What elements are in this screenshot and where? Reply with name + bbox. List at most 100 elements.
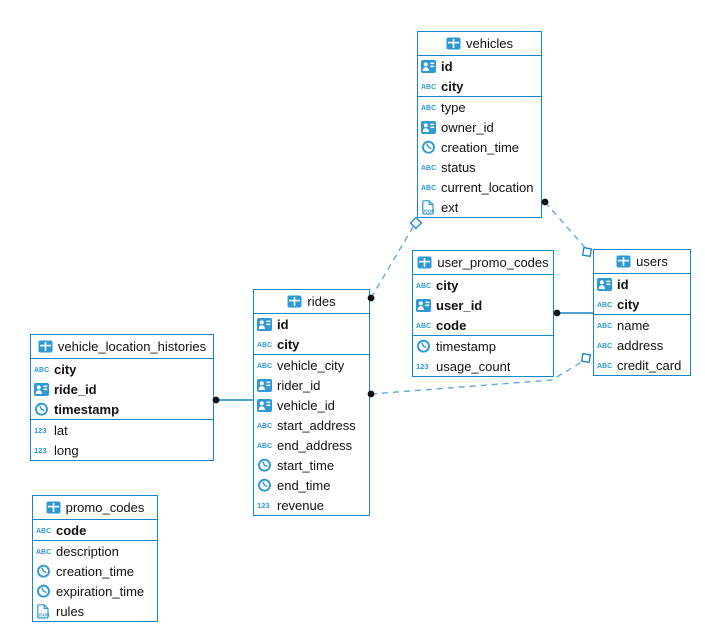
column-row-ext[interactable]: JSON ext xyxy=(418,197,541,217)
column-name: description xyxy=(56,543,119,559)
column-row-user_id[interactable]: user_id xyxy=(413,295,553,315)
cardinality-dot xyxy=(541,198,549,206)
abc-icon: ABC xyxy=(597,340,617,350)
column-row-id[interactable]: id xyxy=(418,56,541,76)
column-name: start_time xyxy=(277,457,335,473)
column-row-creation_time[interactable]: creation_time xyxy=(418,137,541,157)
column-name: start_address xyxy=(277,417,356,433)
abc-icon: ABC xyxy=(421,182,441,192)
column-row-id[interactable]: id xyxy=(254,314,369,334)
column-row-end_time[interactable]: end_time xyxy=(254,475,369,495)
table-name: vehicle_location_histories xyxy=(57,339,207,354)
column-name: city xyxy=(436,277,459,293)
column-name: city xyxy=(617,296,640,312)
table-header-vehicle_location_histories[interactable]: vehicle_location_histories xyxy=(31,335,213,359)
column-row-owner_id[interactable]: owner_id xyxy=(418,117,541,137)
svg-text:ABC: ABC xyxy=(34,367,49,374)
column-row-creation_time[interactable]: creation_time xyxy=(33,561,157,581)
relationship-line-vehicles-users[interactable] xyxy=(544,201,589,252)
column-name: ext xyxy=(441,199,459,215)
column-name: city xyxy=(277,336,300,352)
column-name: creation_time xyxy=(441,139,520,155)
column-name: end_address xyxy=(277,437,353,453)
id-icon xyxy=(257,317,277,331)
svg-text:JSON: JSON xyxy=(38,612,50,617)
column-name: rider_id xyxy=(277,377,321,393)
abc-icon: ABC xyxy=(597,320,617,330)
abc-icon: ABC xyxy=(416,280,436,290)
column-name: id xyxy=(441,58,453,74)
abc-icon: ABC xyxy=(257,339,277,349)
abc-icon: ABC xyxy=(421,102,441,112)
table-header-users[interactable]: users xyxy=(594,250,690,274)
svg-text:JSON: JSON xyxy=(423,208,435,213)
column-row-city[interactable]: ABC city xyxy=(254,334,369,354)
abc-icon: ABC xyxy=(36,525,56,535)
column-name: user_id xyxy=(436,297,483,313)
column-row-start_time[interactable]: start_time xyxy=(254,455,369,475)
cardinality-diamond xyxy=(580,352,592,364)
id-icon xyxy=(421,59,441,73)
column-row-expiration_time[interactable]: expiration_time xyxy=(33,581,157,601)
column-row-rider_id[interactable]: rider_id xyxy=(254,375,369,395)
table-name: vehicles xyxy=(466,36,513,51)
abc-icon: ABC xyxy=(257,360,277,370)
column-name: revenue xyxy=(277,497,324,513)
svg-text:ABC: ABC xyxy=(257,363,272,370)
column-row-vehicle_id[interactable]: vehicle_id xyxy=(254,395,369,415)
column-row-id[interactable]: id xyxy=(594,274,690,294)
table-header-user_promo_codes[interactable]: user_promo_codes xyxy=(413,251,553,275)
table-header-promo_codes[interactable]: promo_codes xyxy=(33,496,157,520)
column-name: lat xyxy=(54,422,68,438)
relationship-line-rides-vehicles[interactable] xyxy=(370,221,417,299)
table-header-vehicles[interactable]: vehicles xyxy=(418,32,541,56)
svg-text:ABC: ABC xyxy=(421,84,436,91)
column-name: ride_id xyxy=(54,381,97,397)
num-icon: 123 xyxy=(34,425,54,435)
svg-text:ABC: ABC xyxy=(597,343,612,350)
id-icon xyxy=(421,120,441,134)
svg-text:ABC: ABC xyxy=(257,342,272,349)
abc-icon: ABC xyxy=(34,364,54,374)
column-row-ride_id[interactable]: ride_id xyxy=(31,379,213,399)
column-row-timestamp[interactable]: timestamp xyxy=(31,399,213,419)
json-icon: JSON xyxy=(36,603,56,619)
column-row-timestamp[interactable]: timestamp xyxy=(413,336,553,356)
table-header-rides[interactable]: rides xyxy=(254,290,369,314)
abc-icon: ABC xyxy=(257,420,277,430)
